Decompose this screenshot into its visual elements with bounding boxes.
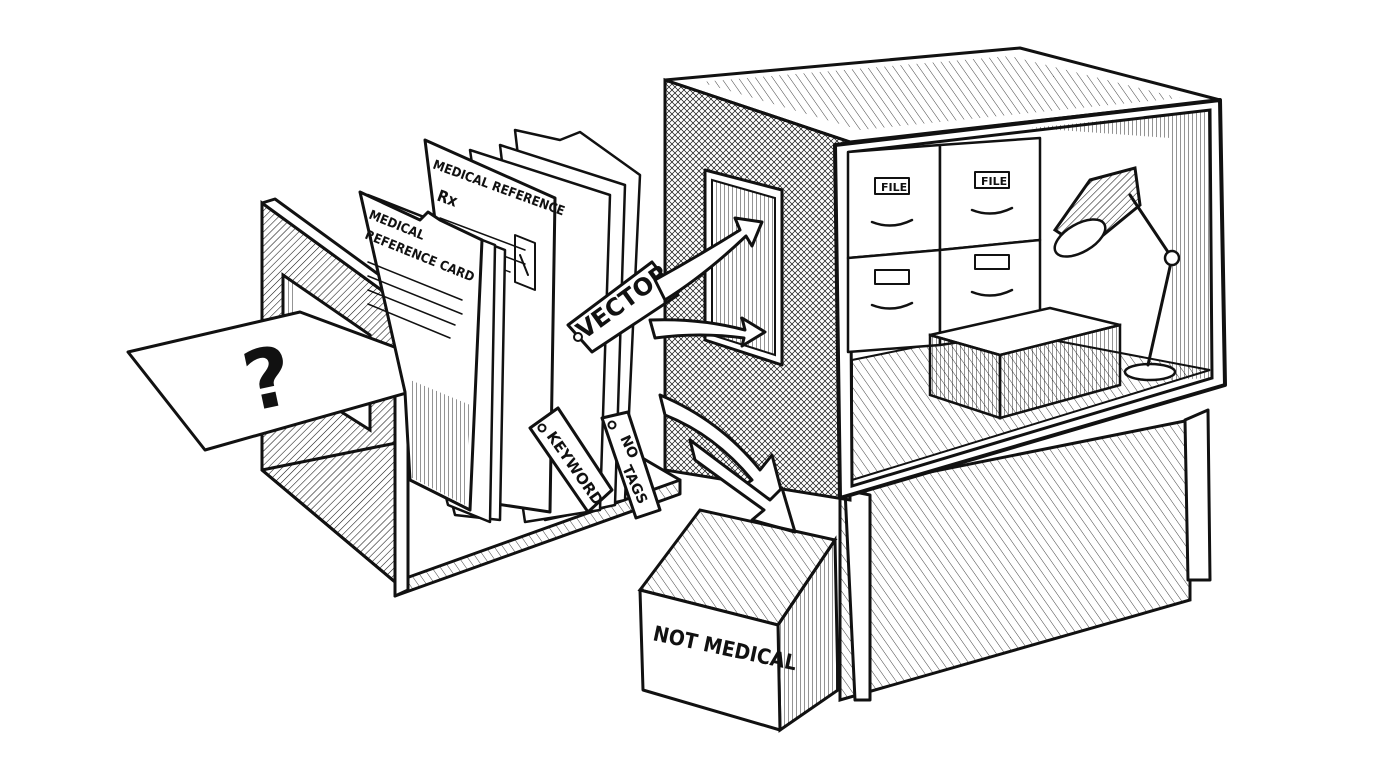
desk-cabinet: FILE FILE	[663, 46, 1227, 702]
query-card: ?	[126, 310, 472, 452]
drawer-label-top-right: FILE	[981, 175, 1007, 188]
drawer-label-top-left: FILE	[881, 181, 907, 194]
desk-lamp	[1052, 166, 1181, 382]
not-medical-bin: NOT MEDICAL	[637, 508, 840, 733]
flow-arrows	[648, 216, 797, 534]
